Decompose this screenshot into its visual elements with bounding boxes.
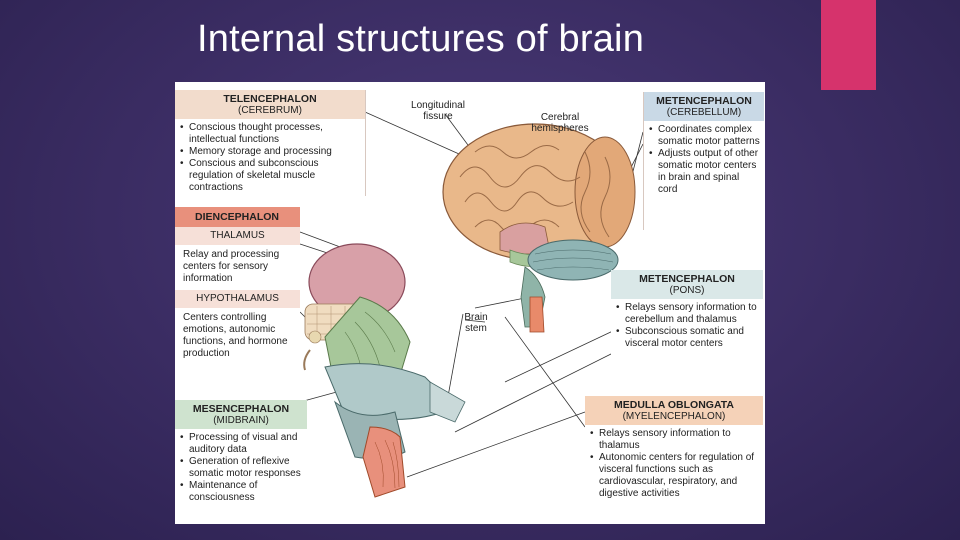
accent-bar [821,0,876,90]
metencephalon-pons-title: METENCEPHALON [639,273,735,285]
cerebral-hemispheres-label: Cerebral hemispheres [531,112,589,134]
thalamus-text: Relay and processing centers for sensory… [183,249,280,284]
mesencephalon-subtitle: (MIDBRAIN) [213,415,269,426]
slide-title: Internal structures of brain [197,18,645,60]
hypothalamus-title: HYPOTHALAMUS [175,290,300,308]
list-item: Relays sensory information to cerebellum… [616,302,759,326]
medulla-list: Relays sensory information to thalamus A… [585,425,763,503]
telencephalon-box: TELENCEPHALON (CEREBRUM) Conscious thoug… [175,90,366,196]
metencephalon-pons-box: METENCEPHALON (PONS) Relays sensory info… [611,270,763,378]
list-item: Conscious and subconscious regulation of… [180,158,361,194]
brain-stem-label: Brain stem [464,312,488,334]
medulla-title: MEDULLA OBLONGATA [614,399,734,411]
telencephalon-title: TELENCEPHALON [223,93,317,105]
mesencephalon-box: MESENCEPHALON (MIDBRAIN) Processing of v… [175,400,307,524]
list-item: Memory storage and processing [180,146,361,158]
list-item: Maintenance of consciousness [180,480,303,504]
brain-illustration [299,111,644,498]
list-item: Subconscious somatic and visceral motor … [616,326,759,350]
list-item: Coordinates complex somatic motor patter… [649,124,760,148]
brain-diagram: Longitudinal fissure Cerebral hemisphere… [175,82,765,524]
longitudinal-fissure-label: Longitudinal fissure [411,100,465,122]
medulla-header: MEDULLA OBLONGATA (MYELENCEPHALON) [585,396,763,425]
mesencephalon-header: MESENCEPHALON (MIDBRAIN) [175,400,307,429]
metencephalon-pons-subtitle: (PONS) [669,285,705,296]
telencephalon-subtitle: (CEREBRUM) [238,105,302,116]
list-item: Processing of visual and auditory data [180,432,303,456]
list-item: Generation of reflexive somatic motor re… [180,456,303,480]
metencephalon-cerebellum-list: Coordinates complex somatic motor patter… [644,121,764,199]
telencephalon-header: TELENCEPHALON (CEREBRUM) [175,90,365,119]
metencephalon-pons-list: Relays sensory information to cerebellum… [611,299,763,353]
thalamus-title: THALAMUS [175,227,300,245]
list-item: Conscious thought processes, intellectua… [180,122,361,146]
metencephalon-cerebellum-title: METENCEPHALON [656,95,752,107]
list-item: Autonomic centers for regulation of visc… [590,452,759,500]
mesencephalon-title: MESENCEPHALON [192,403,290,415]
hypothalamus-text: Centers controlling emotions, autonomic … [183,312,288,359]
mesencephalon-list: Processing of visual and auditory data G… [175,429,307,507]
metencephalon-cerebellum-header: METENCEPHALON (CEREBELLUM) [644,92,764,121]
metencephalon-cerebellum-subtitle: (CEREBELLUM) [666,107,742,118]
diencephalon-title: DIENCEPHALON [175,207,300,227]
list-item: Relays sensory information to thalamus [590,428,759,452]
whole-brain-icon [442,123,636,333]
metencephalon-pons-header: METENCEPHALON (PONS) [611,270,763,299]
list-item: Adjusts output of other somatic motor ce… [649,148,760,196]
metencephalon-cerebellum-box: METENCEPHALON (CEREBELLUM) Coordinates c… [643,92,764,230]
medulla-subtitle: (MYELENCEPHALON) [622,411,726,422]
medulla-oblongata-box: MEDULLA OBLONGATA (MYELENCEPHALON) Relay… [585,396,763,524]
telencephalon-list: Conscious thought processes, intellectua… [175,119,365,197]
diencephalon-box: DIENCEPHALON THALAMUS Relay and processi… [175,207,300,387]
brainstem-icon [303,243,466,498]
